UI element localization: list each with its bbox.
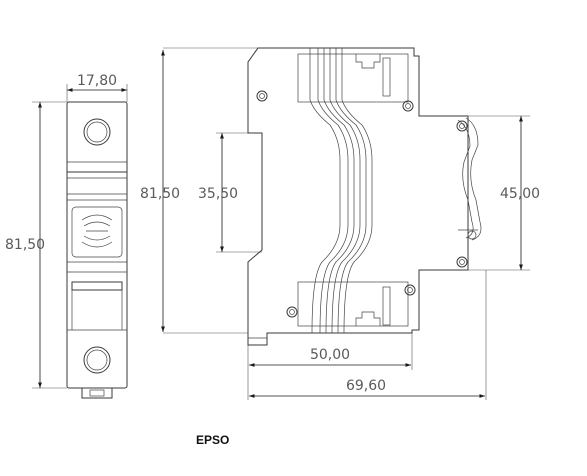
- dim-height-front: 81,50: [5, 237, 45, 253]
- front-body-outline: [66, 101, 128, 389]
- bottom-inner-frame: [297, 281, 409, 327]
- dim-rail-height: 45,00: [500, 186, 540, 202]
- din-rail-clip: [457, 117, 482, 241]
- side-view: 81,50 35,50: [140, 47, 540, 400]
- wave-symbol-icon: [71, 206, 123, 258]
- side-hole-icon: [456, 120, 468, 132]
- dim-depth-total: 69,60: [346, 378, 386, 394]
- side-hole-icon: [256, 90, 268, 102]
- side-hole-icon: [456, 256, 468, 268]
- drawing-caption: EPSO: [196, 433, 229, 447]
- front-bottom-screw-icon: [83, 346, 111, 374]
- side-housing-outline: [247, 47, 469, 346]
- side-hole-icon: [402, 100, 414, 112]
- front-view: 17,80 81,50: [5, 73, 128, 399]
- top-inner-frame: [297, 53, 409, 103]
- front-top-screw-icon: [83, 118, 111, 146]
- side-hole-icon: [404, 284, 416, 296]
- side-hole-icon: [286, 306, 298, 318]
- dim-depth-small: 50,00: [310, 347, 350, 363]
- dim-rail-gap: 35,50: [198, 186, 238, 202]
- front-lever: [71, 281, 123, 291]
- dim-height-side: 81,50: [140, 186, 180, 202]
- conductor-bundle: [309, 48, 373, 334]
- dim-width-front: 17,80: [77, 73, 117, 89]
